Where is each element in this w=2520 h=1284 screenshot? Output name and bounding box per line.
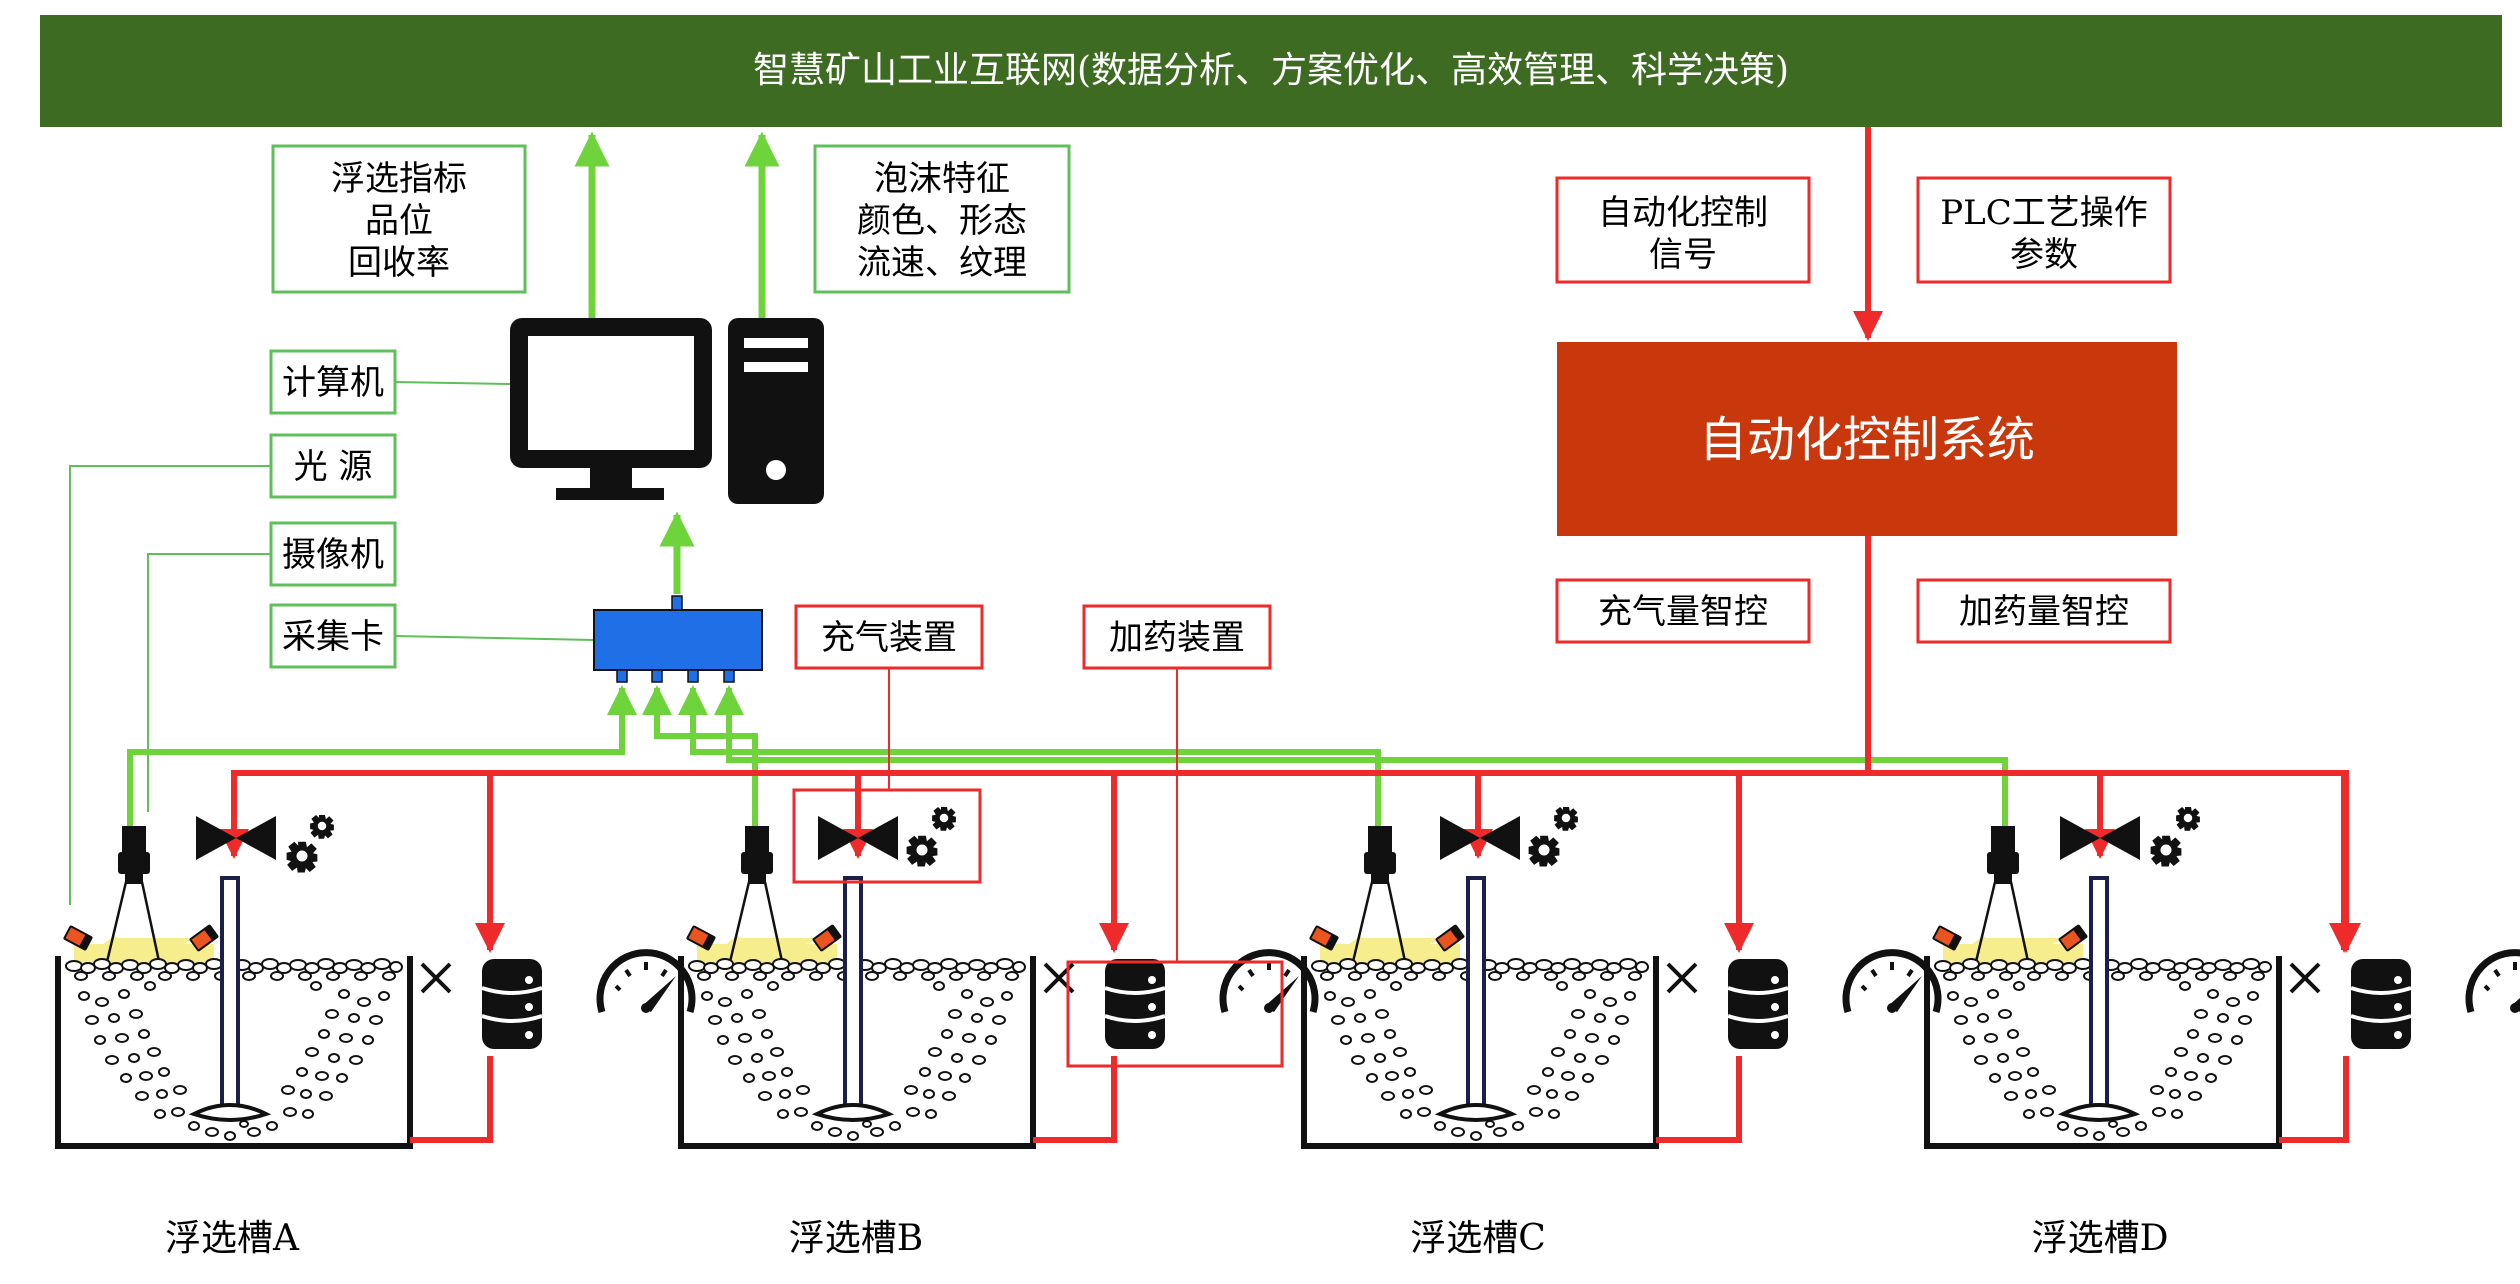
- froth-features-line: 流速、纹理: [857, 243, 1027, 283]
- camera-label: 摄像机: [282, 535, 384, 575]
- header-bar: [40, 15, 2502, 127]
- camera-signal-bus: [127, 685, 2008, 826]
- control-signal-bus: [219, 536, 2361, 953]
- froth-features-box: [813, 144, 1071, 294]
- computer-label: 计算机: [282, 363, 384, 403]
- tank-label: 浮选槽B: [789, 1218, 923, 1259]
- capture-card-icon: [593, 609, 763, 671]
- flotation-index-line: 浮选指标: [331, 159, 467, 199]
- aeration-device-label: 充气装置: [821, 618, 957, 658]
- tank-label: 浮选槽D: [2032, 1218, 2169, 1259]
- capture-card-label: 采集卡: [282, 617, 384, 657]
- dose-control-label: 加药量智控: [1959, 592, 2129, 632]
- flotation-index-line: 回收率: [348, 243, 450, 283]
- flotation-tank-c: [1304, 826, 1938, 1146]
- air-control-box: [1555, 578, 1811, 644]
- air-control-label: 充气量智控: [1598, 592, 1768, 632]
- flotation-tank-b: [681, 826, 1315, 1146]
- flotation-tank-d: [1927, 826, 2520, 1146]
- flotation-index-line: 品位: [365, 201, 433, 241]
- control-signal-line: 信号: [1649, 235, 1717, 275]
- automation-system-box: [1557, 342, 2177, 536]
- dosing-highlight-box: [1066, 960, 1284, 1068]
- return-lines: [410, 1056, 2349, 1143]
- leader-lines: [69, 381, 595, 905]
- dosing-device-label: 加药装置: [1109, 618, 1245, 658]
- header-title: 智慧矿山工业互联网(数据分析、方案优化、高效管理、科学决策): [753, 50, 1789, 91]
- dosing-device-box: [1082, 604, 1272, 670]
- control-signal-box: [1555, 176, 1811, 284]
- control-signal-line: 自动化控制: [1598, 193, 1768, 233]
- tank-label: 浮选槽C: [1410, 1218, 1546, 1259]
- automation-system-label: 自动化控制系统: [1699, 412, 2035, 468]
- plc-params-line: 参数: [2010, 235, 2078, 275]
- aeration-highlight-box: [792, 788, 982, 884]
- aeration-device-box: [794, 604, 984, 670]
- flotation-index-box: [271, 144, 527, 294]
- plc-params-box: [1916, 176, 2172, 284]
- froth-features-line: 颜色、形态: [857, 201, 1027, 241]
- froth-features-line: 泡沫特征: [874, 159, 1010, 199]
- gear-icon: [286, 806, 2200, 873]
- tank-label: 浮选槽A: [165, 1218, 300, 1259]
- plc-params-line: PLC工艺操作: [1940, 193, 2147, 233]
- light-source-label: 光 源: [294, 447, 373, 487]
- computer-icon: [510, 318, 824, 504]
- dose-control-box: [1916, 578, 2172, 644]
- flotation-tank-a: [58, 826, 692, 1146]
- computer-label-box: [269, 349, 397, 415]
